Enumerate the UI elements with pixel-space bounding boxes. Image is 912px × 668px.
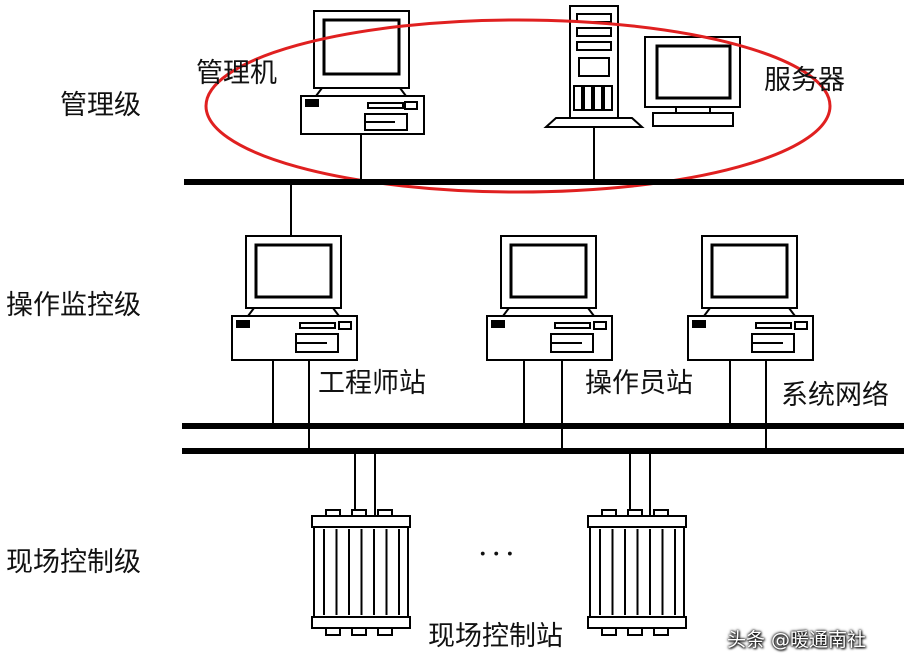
label-engineer-station: 工程师站 xyxy=(318,368,426,399)
management-pc-case-icon xyxy=(300,95,425,135)
label-field-station: 现场控制站 xyxy=(428,621,563,652)
ellipsis-more-stations: ··· xyxy=(478,537,519,572)
level-label-operation: 操作监控级 xyxy=(6,290,141,321)
workstations-group xyxy=(231,235,814,361)
label-operator-station: 操作员站 xyxy=(585,368,693,399)
network-station-workstation-icon xyxy=(687,235,814,361)
label-server: 服务器 xyxy=(764,65,845,96)
field-cabinets-group xyxy=(311,509,687,636)
highlight-ellipse xyxy=(204,18,832,194)
control-cabinet-icon xyxy=(311,509,411,636)
level-label-field: 现场控制级 xyxy=(6,547,141,578)
engineer-workstation-icon xyxy=(231,235,358,361)
watermark: 头条 @暖通南社 xyxy=(727,629,867,651)
control-cabinet-icon xyxy=(587,509,687,636)
server-monitor-icon xyxy=(644,36,741,127)
label-system-network: 系统网络 xyxy=(781,380,889,411)
operator-workstation-icon xyxy=(486,235,613,361)
label-management-pc: 管理机 xyxy=(196,58,277,89)
management-pc-monitor-icon xyxy=(313,10,410,97)
server-tower-icon xyxy=(543,5,645,128)
level-label-management: 管理级 xyxy=(60,90,141,121)
station-drop-lines xyxy=(272,360,767,451)
